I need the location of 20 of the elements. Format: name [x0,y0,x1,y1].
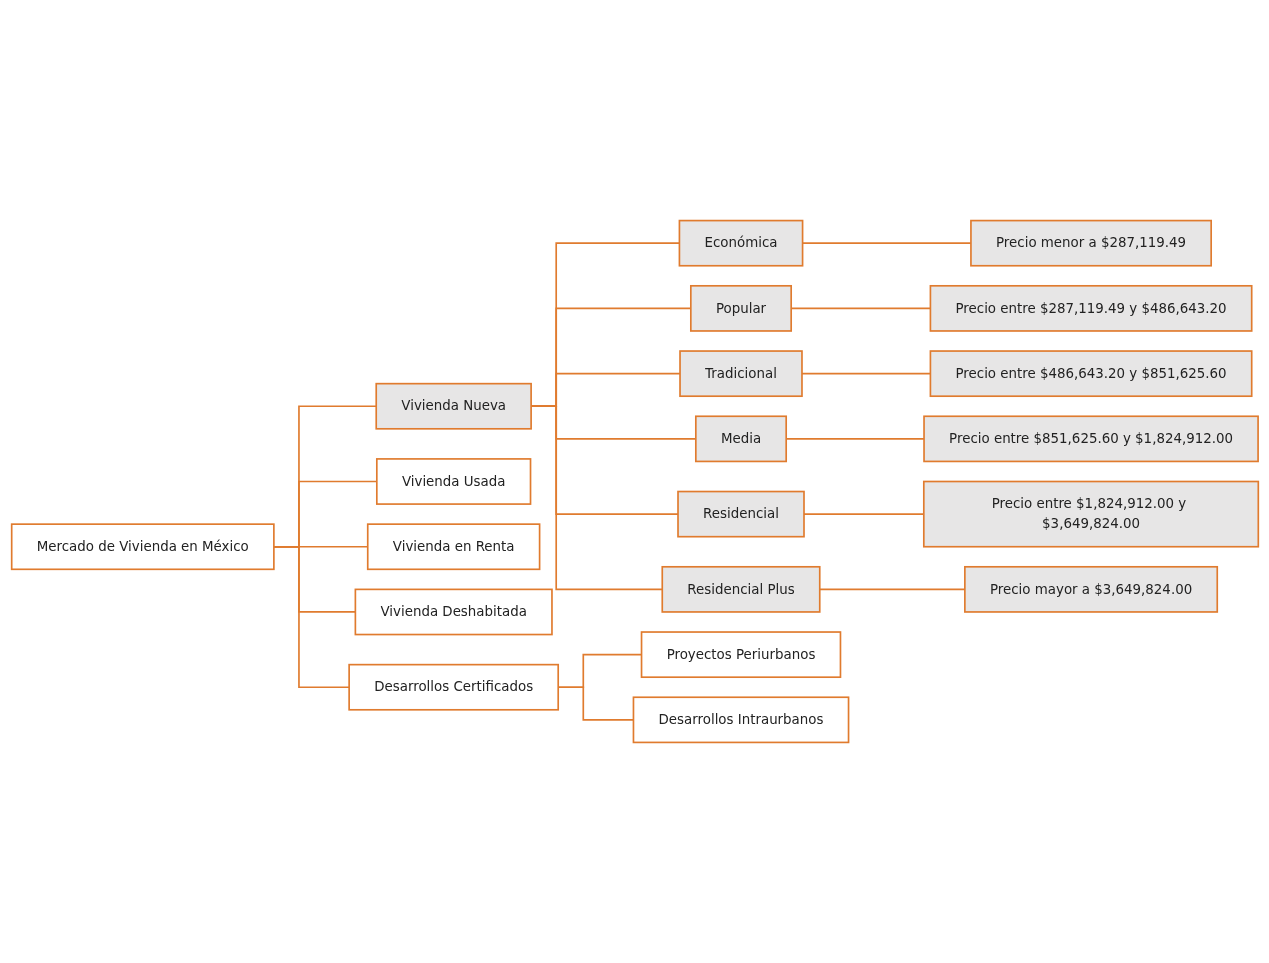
node-box: Vivienda Usada [375,458,531,505]
node-box: Popular [689,284,792,332]
node-box: Precio entre $1,824,912.00 y $3,649,824.00 [922,480,1259,548]
node-box: Económica [678,219,803,267]
node-box: Desarrollos Intraurbanos [632,696,849,744]
node-box: Residencial Plus [660,565,821,613]
node-box: Tradicional [678,350,803,398]
node-box: Media [694,415,787,463]
node-box: Precio entre $851,625.60 y $1,824,912.00 [922,415,1259,463]
node-box: Residencial [676,490,805,538]
node-box: Precio mayor a $3,649,824.00 [963,565,1218,613]
node-box: Precio menor a $287,119.49 [969,219,1212,267]
node-box: Vivienda en Renta [366,523,540,571]
node-box: Vivienda Deshabitada [354,588,553,636]
node-box: Desarrollos Certificados [347,663,559,711]
node-box: Precio entre $486,643.20 y $851,625.60 [929,350,1253,398]
node-box: Precio entre $287,119.49 y $486,643.20 [929,284,1253,332]
node-box: Proyectos Periurbanos [640,631,841,679]
node-box: Vivienda Nueva [374,382,532,430]
node-box: Mercado de Vivienda en México [10,523,275,571]
